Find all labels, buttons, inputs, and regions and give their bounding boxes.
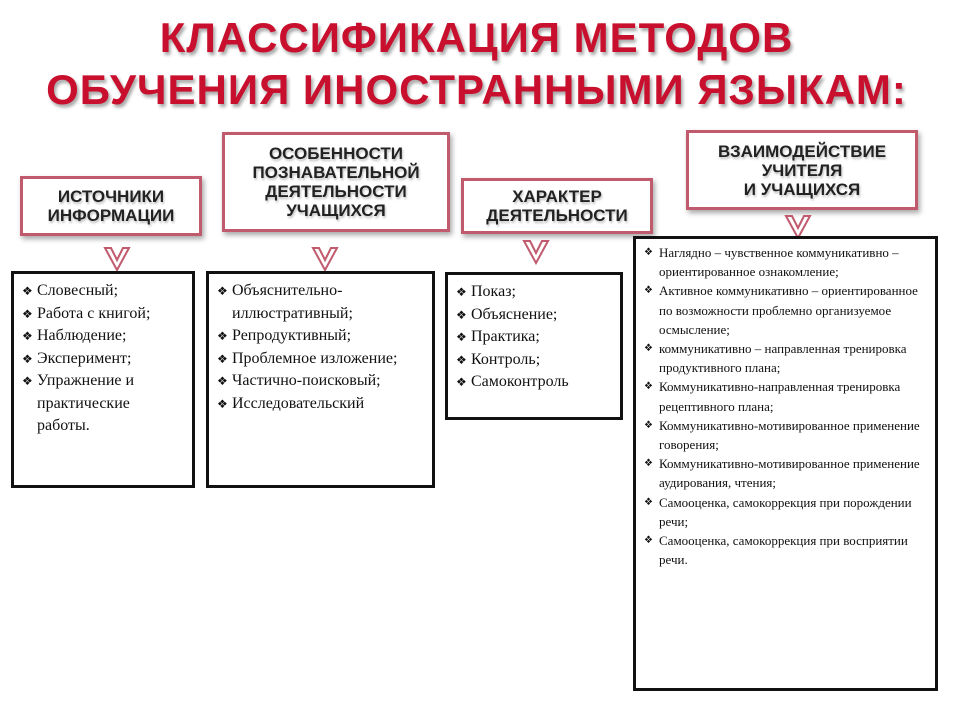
interaction-list-box: ❖Наглядно – чувственное коммуникативно –… — [633, 236, 938, 691]
list-item: ❖Проблемное изложение; — [217, 348, 426, 371]
list-item: ❖Самооценка, самокоррекция при порождени… — [644, 494, 912, 529]
list-item: ❖Упражнение и практические работы. — [22, 372, 135, 434]
list-item: ❖Коммуникативно-направленная тренировка … — [644, 379, 901, 414]
list-item: ❖Самоконтроль — [456, 371, 614, 394]
diamond-bullet-icon: ❖ — [644, 496, 653, 508]
diamond-bullet-icon: ❖ — [217, 374, 228, 388]
header-sources-of-information: ИСТОЧНИКИ ИНФОРМАЦИИ — [20, 176, 202, 236]
down-arrow-icon — [522, 239, 550, 265]
diamond-bullet-icon: ❖ — [456, 375, 467, 389]
diamond-bullet-icon: ❖ — [644, 285, 653, 297]
diamond-bullet-icon: ❖ — [22, 284, 33, 298]
list-item: ❖Коммуникативно-мотивированное применени… — [644, 417, 920, 453]
list-item: ❖Репродуктивный; — [217, 325, 426, 348]
cognitive-activity-list-box: ❖Объяснительно-иллюстративный; ❖Репродук… — [206, 271, 435, 488]
diamond-bullet-icon: ❖ — [644, 419, 653, 431]
diamond-bullet-icon: ❖ — [644, 381, 653, 393]
list-item: ❖Самооценка, самокоррекция при восприяти… — [644, 533, 908, 568]
diamond-bullet-icon: ❖ — [22, 374, 33, 388]
title-line-2: ОБУЧЕНИЯ ИНОСТРАННЫМИ ЯЗЫКАМ: — [46, 66, 907, 113]
list-item: ❖Показ; — [456, 281, 614, 304]
header-cognitive-activity: ОСОБЕННОСТИ ПОЗНАВАТЕЛЬНОЙ ДЕЯТЕЛЬНОСТИ … — [222, 132, 450, 232]
diamond-bullet-icon: ❖ — [217, 329, 228, 343]
list-item: ❖Практика; — [456, 326, 614, 349]
diamond-bullet-icon: ❖ — [456, 352, 467, 367]
header-nature-of-activity: ХАРАКТЕР ДЕЯТЕЛЬНОСТИ — [461, 178, 653, 234]
list-item: ❖коммуникативно – направленная тренировк… — [644, 341, 907, 376]
diamond-bullet-icon: ❖ — [644, 247, 653, 258]
diamond-bullet-icon: ❖ — [22, 329, 33, 343]
diamond-bullet-icon: ❖ — [456, 307, 467, 322]
down-arrow-icon — [103, 246, 131, 272]
diamond-bullet-icon: ❖ — [217, 284, 228, 298]
diamond-bullet-icon: ❖ — [456, 285, 467, 299]
diamond-bullet-icon: ❖ — [644, 535, 653, 547]
down-arrow-icon — [311, 246, 339, 272]
list-item: ❖Объяснение; — [456, 304, 614, 327]
list-item: ❖Частично-поисковый; — [217, 370, 426, 393]
diamond-bullet-icon: ❖ — [644, 458, 653, 470]
diamond-bullet-icon: ❖ — [456, 330, 467, 344]
list-item: ❖Контроль; — [456, 349, 614, 372]
diamond-bullet-icon: ❖ — [217, 396, 228, 411]
diamond-bullet-icon: ❖ — [217, 351, 228, 366]
list-item: ❖Исследовательский — [217, 393, 426, 416]
header-teacher-student-interaction: ВЗАИМОДЕЙСТВИЕ УЧИТЕЛЯ И УЧАЩИХСЯ — [686, 130, 918, 210]
list-item: ❖Активное коммуникативно – ориентированн… — [644, 283, 918, 337]
list-item: ❖Наглядно – чувственное коммуникативно –… — [644, 245, 899, 280]
sources-list-box: ❖Словесный; ❖Работа с книгой; ❖Наблюдени… — [11, 271, 195, 488]
nature-of-activity-list-box: ❖Показ; ❖Объяснение; ❖Практика; ❖Контрол… — [445, 272, 623, 420]
diamond-bullet-icon: ❖ — [22, 306, 33, 321]
list-item: ❖Словесный; — [22, 280, 186, 303]
diamond-bullet-icon: ❖ — [22, 351, 33, 366]
list-item: ❖Эксперимент; — [22, 348, 186, 371]
list-item: ❖Работа с книгой; — [22, 303, 186, 326]
list-item: ❖Наблюдение; — [22, 325, 186, 348]
diamond-bullet-icon: ❖ — [644, 343, 653, 355]
list-item: ❖Объяснительно-иллюстративный; — [217, 282, 353, 322]
list-item: ❖Коммуникативно-мотивированное применени… — [644, 456, 920, 491]
title-line-1: КЛАССИФИКАЦИЯ МЕТОДОВ — [159, 14, 794, 61]
